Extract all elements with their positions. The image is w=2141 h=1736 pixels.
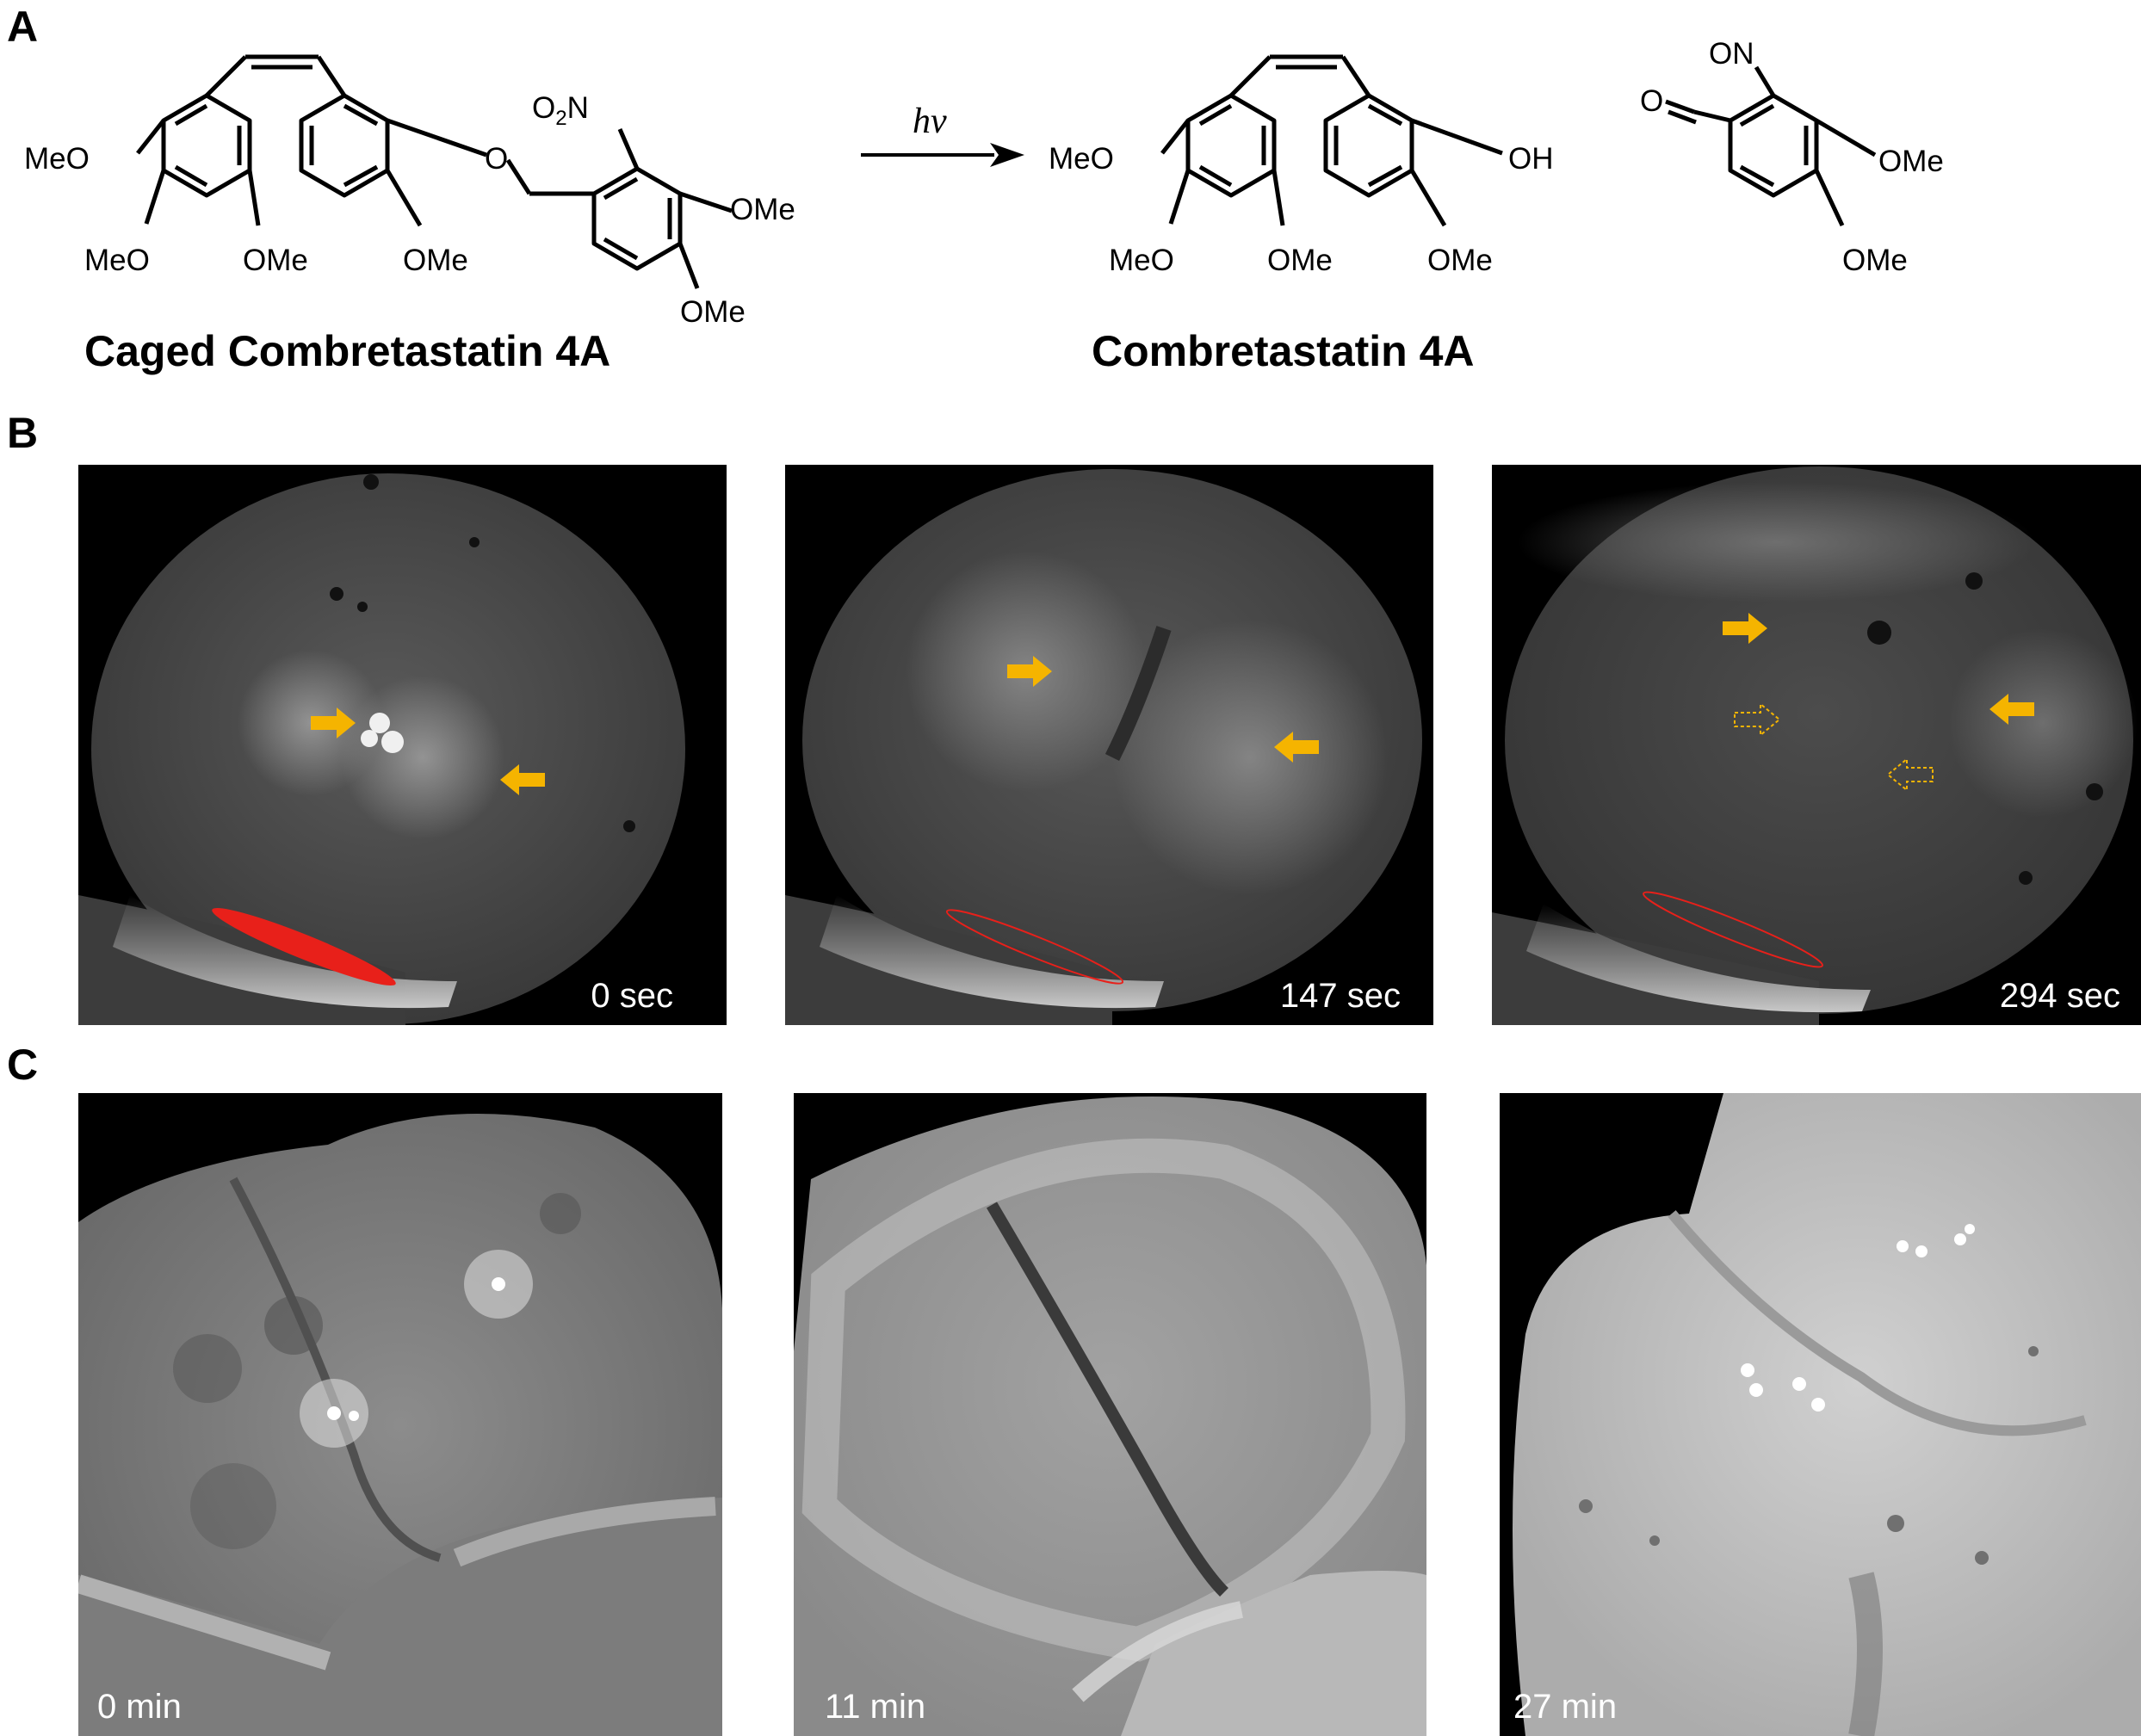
label-ome-4: OMe <box>680 295 746 329</box>
label-meo-3: MeO <box>1049 142 1114 176</box>
panel-label-b: B <box>7 409 39 457</box>
panel-label-c: C <box>7 1041 39 1089</box>
label-ome-2: OMe <box>403 244 468 277</box>
label-meo-2: MeO <box>84 244 150 277</box>
image-b-294sec: 294 sec <box>1492 465 2141 1025</box>
time-label: 11 min <box>825 1688 926 1726</box>
label-o2n: O2N <box>532 91 589 130</box>
label-ether-o: O <box>485 142 509 176</box>
time-label: 27 min <box>1513 1688 1618 1726</box>
label-ome-5: OMe <box>1267 244 1333 277</box>
reaction-arrow-label: hν <box>913 102 947 141</box>
time-label: 0 sec <box>591 977 673 1015</box>
image-c-0min: 0 min <box>78 1093 722 1736</box>
time-label: 147 sec <box>1279 977 1401 1015</box>
label-oh: OH <box>1508 142 1554 176</box>
product-name: Combretastatin 4A <box>1092 327 1475 375</box>
reactant-name: Caged Combretastatin 4A <box>84 327 611 375</box>
label-ome-1: OMe <box>243 244 308 277</box>
label-on: ON <box>1709 37 1754 71</box>
label-meo-1: MeO <box>24 142 90 176</box>
image-c-11min: 11 min <box>794 1093 1426 1736</box>
image-b-147sec: 147 sec <box>785 465 1433 1025</box>
image-c-27min: 27 min <box>1500 1093 2141 1736</box>
chemical-scheme <box>136 54 1877 289</box>
image-b-0sec: 0 sec <box>78 465 727 1025</box>
label-ome-6: OMe <box>1427 244 1493 277</box>
time-label: 0 min <box>97 1688 182 1726</box>
panel-label-a: A <box>7 3 39 51</box>
time-label: 294 sec <box>1999 977 2120 1015</box>
label-ome-7: OMe <box>1878 145 1944 178</box>
label-ome-3: OMe <box>730 193 795 226</box>
label-aldehyde-o: O <box>1640 84 1664 118</box>
label-ome-8: OMe <box>1842 244 1908 277</box>
label-meo-4: MeO <box>1109 244 1174 277</box>
